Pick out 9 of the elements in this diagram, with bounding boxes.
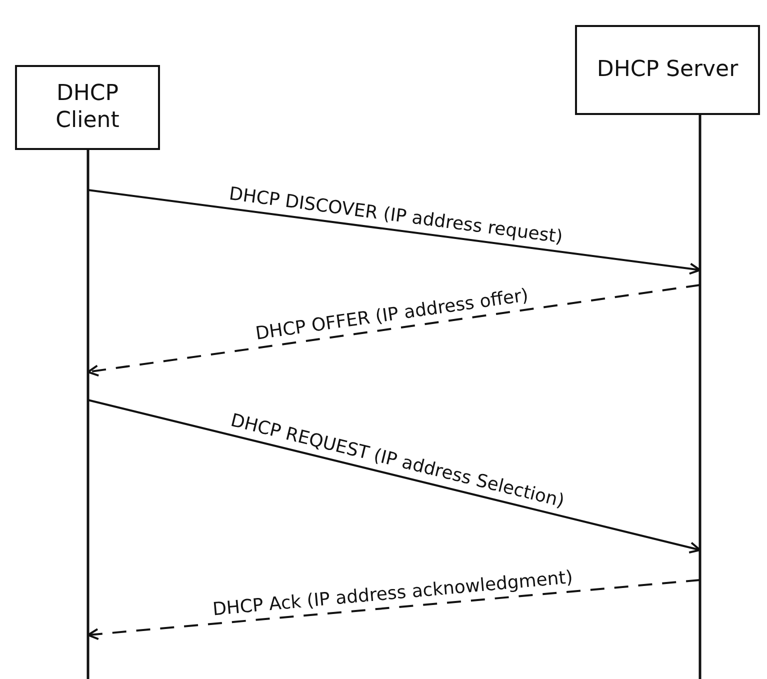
message-arrow (87, 284, 700, 377)
message-label: DHCP OFFER (IP address offer) (254, 284, 530, 344)
message-arrow (88, 399, 701, 554)
message-label: DHCP Ack (IP address acknowledgment) (212, 566, 574, 620)
participant-box: DHCP Client (15, 65, 160, 150)
message-arrow (87, 579, 700, 640)
participant-box: DHCP Server (575, 25, 760, 115)
message-arrow (88, 189, 701, 275)
message-label: DHCP DISCOVER (IP address request) (228, 183, 564, 248)
